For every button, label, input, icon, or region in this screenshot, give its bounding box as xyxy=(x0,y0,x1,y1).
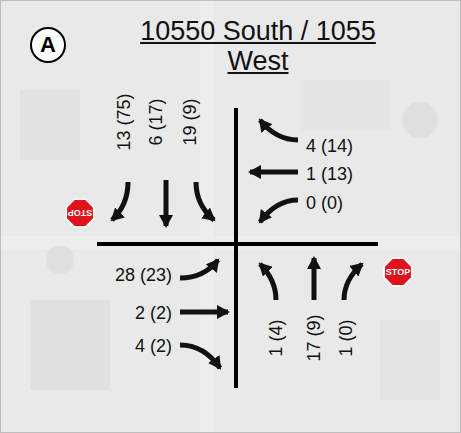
intersection-title: 10550 South / 1055 West xyxy=(118,16,398,76)
location-badge: A xyxy=(30,27,66,63)
volume-count: 4 (14) xyxy=(306,136,353,156)
stop-text: STOP xyxy=(63,196,97,230)
volume-count: 17 (9) xyxy=(304,314,324,361)
road-line xyxy=(234,108,238,388)
stop-text: STOP xyxy=(381,255,415,289)
volume-count: 1 (4) xyxy=(266,319,286,356)
volume-count: 19 (9) xyxy=(180,98,200,145)
volume-count: 28 (23) xyxy=(115,265,172,285)
volume-count: 13 (75) xyxy=(114,93,134,150)
volume-count: 0 (0) xyxy=(306,193,343,213)
volume-count: 6 (17) xyxy=(146,98,166,145)
road-line xyxy=(97,242,378,246)
volume-count: 1 (0) xyxy=(336,319,356,356)
movement-arrows xyxy=(112,120,362,368)
stop-sign: STOP xyxy=(63,196,97,230)
badge-letter: A xyxy=(32,29,64,61)
volume-count: 1 (13) xyxy=(306,164,353,184)
volume-count: 2 (2) xyxy=(135,303,172,323)
volume-count: 4 (2) xyxy=(135,336,172,356)
stop-sign: STOP xyxy=(381,255,415,289)
